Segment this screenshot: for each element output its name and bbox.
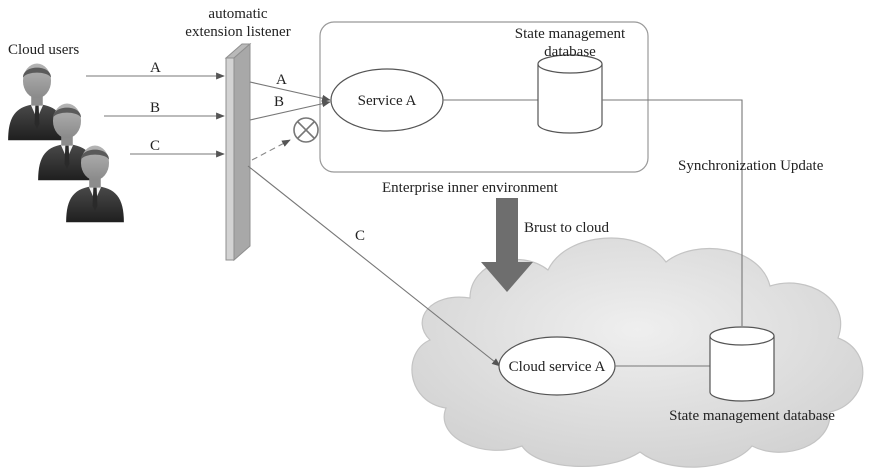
request-arrow-c-to-cloud bbox=[247, 165, 501, 367]
cloud-users-group bbox=[8, 63, 124, 223]
cylinder-database-icon bbox=[709, 326, 775, 402]
request-arrow-b-out bbox=[249, 100, 331, 121]
arrow-label-c-cloud: C bbox=[355, 228, 365, 244]
arrow-label-c-in: C bbox=[150, 138, 160, 154]
cloud-users-label: Cloud users bbox=[8, 42, 79, 58]
listener-label-line2: extension listener bbox=[185, 24, 290, 40]
blocked-x-icon bbox=[293, 117, 319, 143]
sync-update-label: Synchronization Update bbox=[678, 158, 824, 174]
request-arrow-a-out bbox=[249, 81, 331, 102]
burst-to-cloud-arrow bbox=[481, 198, 533, 292]
db-top-label-line1: State management bbox=[515, 26, 626, 42]
burst-label: Brust to cloud bbox=[524, 220, 609, 236]
cylinder-database-icon bbox=[537, 54, 603, 134]
db-top-label-line2: database bbox=[544, 44, 596, 60]
synchronization-line bbox=[602, 99, 743, 326]
cloud-service-a-label: Cloud service A bbox=[509, 359, 606, 375]
listener-label-line1: automatic bbox=[208, 6, 267, 22]
cloud-shape bbox=[411, 237, 864, 468]
enterprise-env-label: Enterprise inner environment bbox=[382, 180, 559, 196]
blocked-request-arrow-c bbox=[251, 139, 291, 161]
arrow-label-b-in: B bbox=[150, 100, 160, 116]
db-bottom-label: State management database bbox=[669, 408, 835, 424]
arrow-label-a-out: A bbox=[276, 72, 287, 88]
automatic-extension-listener bbox=[224, 42, 252, 262]
arrow-label-a-in: A bbox=[150, 60, 161, 76]
service-a-label: Service A bbox=[358, 93, 417, 109]
arrow-label-b-out: B bbox=[274, 94, 284, 110]
